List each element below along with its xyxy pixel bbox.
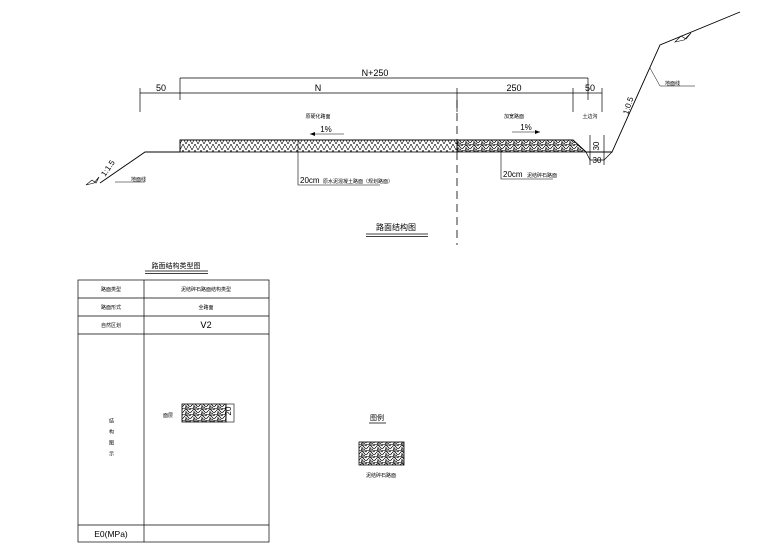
row-value-zone: Ⅴ2 xyxy=(200,320,211,330)
ditch-width: 30 xyxy=(593,156,602,165)
dim-total: N+250 xyxy=(362,68,389,78)
callout-existing-thickness: 20cm xyxy=(300,176,320,185)
dim-left: 50 xyxy=(156,83,166,93)
layer-thickness: 20 xyxy=(224,406,233,415)
slope-left-ratio: 1:1.5 xyxy=(99,158,117,178)
layer-label: 面层 xyxy=(163,413,173,419)
legend-item-label: 泥结碎石路面 xyxy=(366,472,396,479)
section-caption: 路面结构图 xyxy=(376,222,416,232)
label-existing: 原硬化路面 xyxy=(305,113,330,120)
label-widening: 加宽路面 xyxy=(504,113,524,120)
table-title: 路面结构类型图 xyxy=(152,261,201,270)
callout-widening-thickness: 20cm xyxy=(503,170,523,179)
slope-right-ratio: 1:0.5 xyxy=(621,95,635,115)
callout-widening-desc: 泥结碎石路面 xyxy=(527,172,557,179)
slope-existing: 1% xyxy=(320,125,332,134)
modulus-label: E0(MPa) xyxy=(94,529,128,539)
ditch-depth: 30 xyxy=(592,141,601,150)
cross-section: N+250 50 N 250 50 原硬化路面 加宽路面 土边沟 1% 1% xyxy=(85,11,741,245)
dim-right: 50 xyxy=(585,83,595,93)
slope-arrow-widening: 1% xyxy=(512,123,540,134)
dim-n: N xyxy=(315,83,322,93)
legend-swatch xyxy=(358,441,405,466)
row-label-form: 路面形式 xyxy=(101,304,121,311)
slope-right: 1:0.5 地面线 xyxy=(621,32,695,116)
label-ditch: 土边沟 xyxy=(582,113,597,120)
callout-widening: 20cm 泥结碎石路面 xyxy=(500,148,557,180)
legend: 图例 泥结碎石路面 xyxy=(358,413,405,479)
row-label-type: 路面类型 xyxy=(101,286,121,293)
ditch xyxy=(585,135,613,165)
existing-pavement-layer xyxy=(179,139,458,153)
structure-table: 路面结构类型图 路面类型 泥结碎石路面结构类型 路面形式 全路面 自然区划 Ⅴ2… xyxy=(77,261,270,543)
slope-right-label: 地面线 xyxy=(665,80,680,87)
row-value-type: 泥结碎石路面结构类型 xyxy=(181,286,231,293)
callout-existing: 20cm 原水泥混凝土路面（规划路面） xyxy=(297,152,393,186)
slope-left-label: 地面线 xyxy=(131,176,146,183)
callout-existing-desc: 原水泥混凝土路面（规划路面） xyxy=(323,178,393,185)
row-label-zone: 自然区划 xyxy=(101,322,121,329)
widening-pavement-layer xyxy=(456,139,588,153)
legend-title: 图例 xyxy=(370,413,384,422)
dim-250: 250 xyxy=(506,83,521,93)
ground-line xyxy=(99,11,741,184)
structure-layer-sample xyxy=(181,403,227,423)
slope-arrow-existing: 1% xyxy=(310,125,344,136)
dimension-lines xyxy=(139,77,603,112)
structure-label: 结构图示 xyxy=(108,417,114,462)
row-value-form: 全路面 xyxy=(198,304,213,311)
slope-widening: 1% xyxy=(520,123,532,132)
